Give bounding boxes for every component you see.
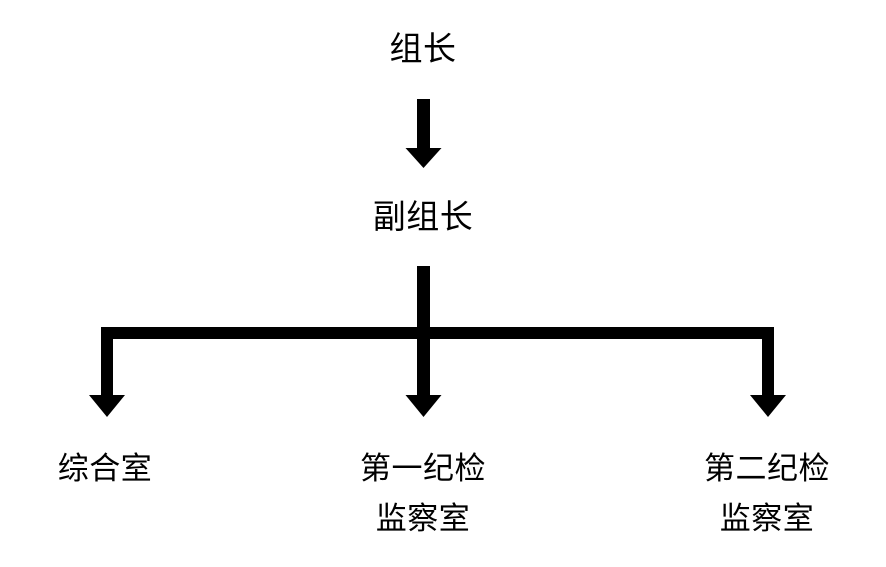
node-group-leader: 组长 — [389, 29, 457, 68]
node-first-discipline-inspection-office-line-2: 监察室 — [375, 501, 471, 538]
node-second-discipline-inspection-office: 第二纪检 监察室 — [667, 444, 867, 544]
node-second-discipline-inspection-office-line-1: 第二纪检 — [704, 451, 830, 487]
node-second-discipline-inspection-office-line-2: 监察室 — [719, 501, 815, 538]
connector-deputy-to-second-office — [750, 327, 786, 417]
node-general-office-line-1: 综合室 — [57, 451, 153, 487]
distribution-bar — [101, 327, 774, 339]
node-general-office: 综合室 — [5, 444, 205, 494]
connector-root-to-deputy — [405, 99, 442, 168]
connector-deputy-to-general-office — [89, 327, 125, 417]
node-deputy-group-leader: 副组长 — [372, 197, 474, 236]
node-first-discipline-inspection-office-line-1: 第一纪检 — [360, 451, 486, 487]
connector-deputy-to-first-office — [405, 266, 442, 417]
node-first-discipline-inspection-office: 第一纪检 监察室 — [323, 444, 523, 544]
